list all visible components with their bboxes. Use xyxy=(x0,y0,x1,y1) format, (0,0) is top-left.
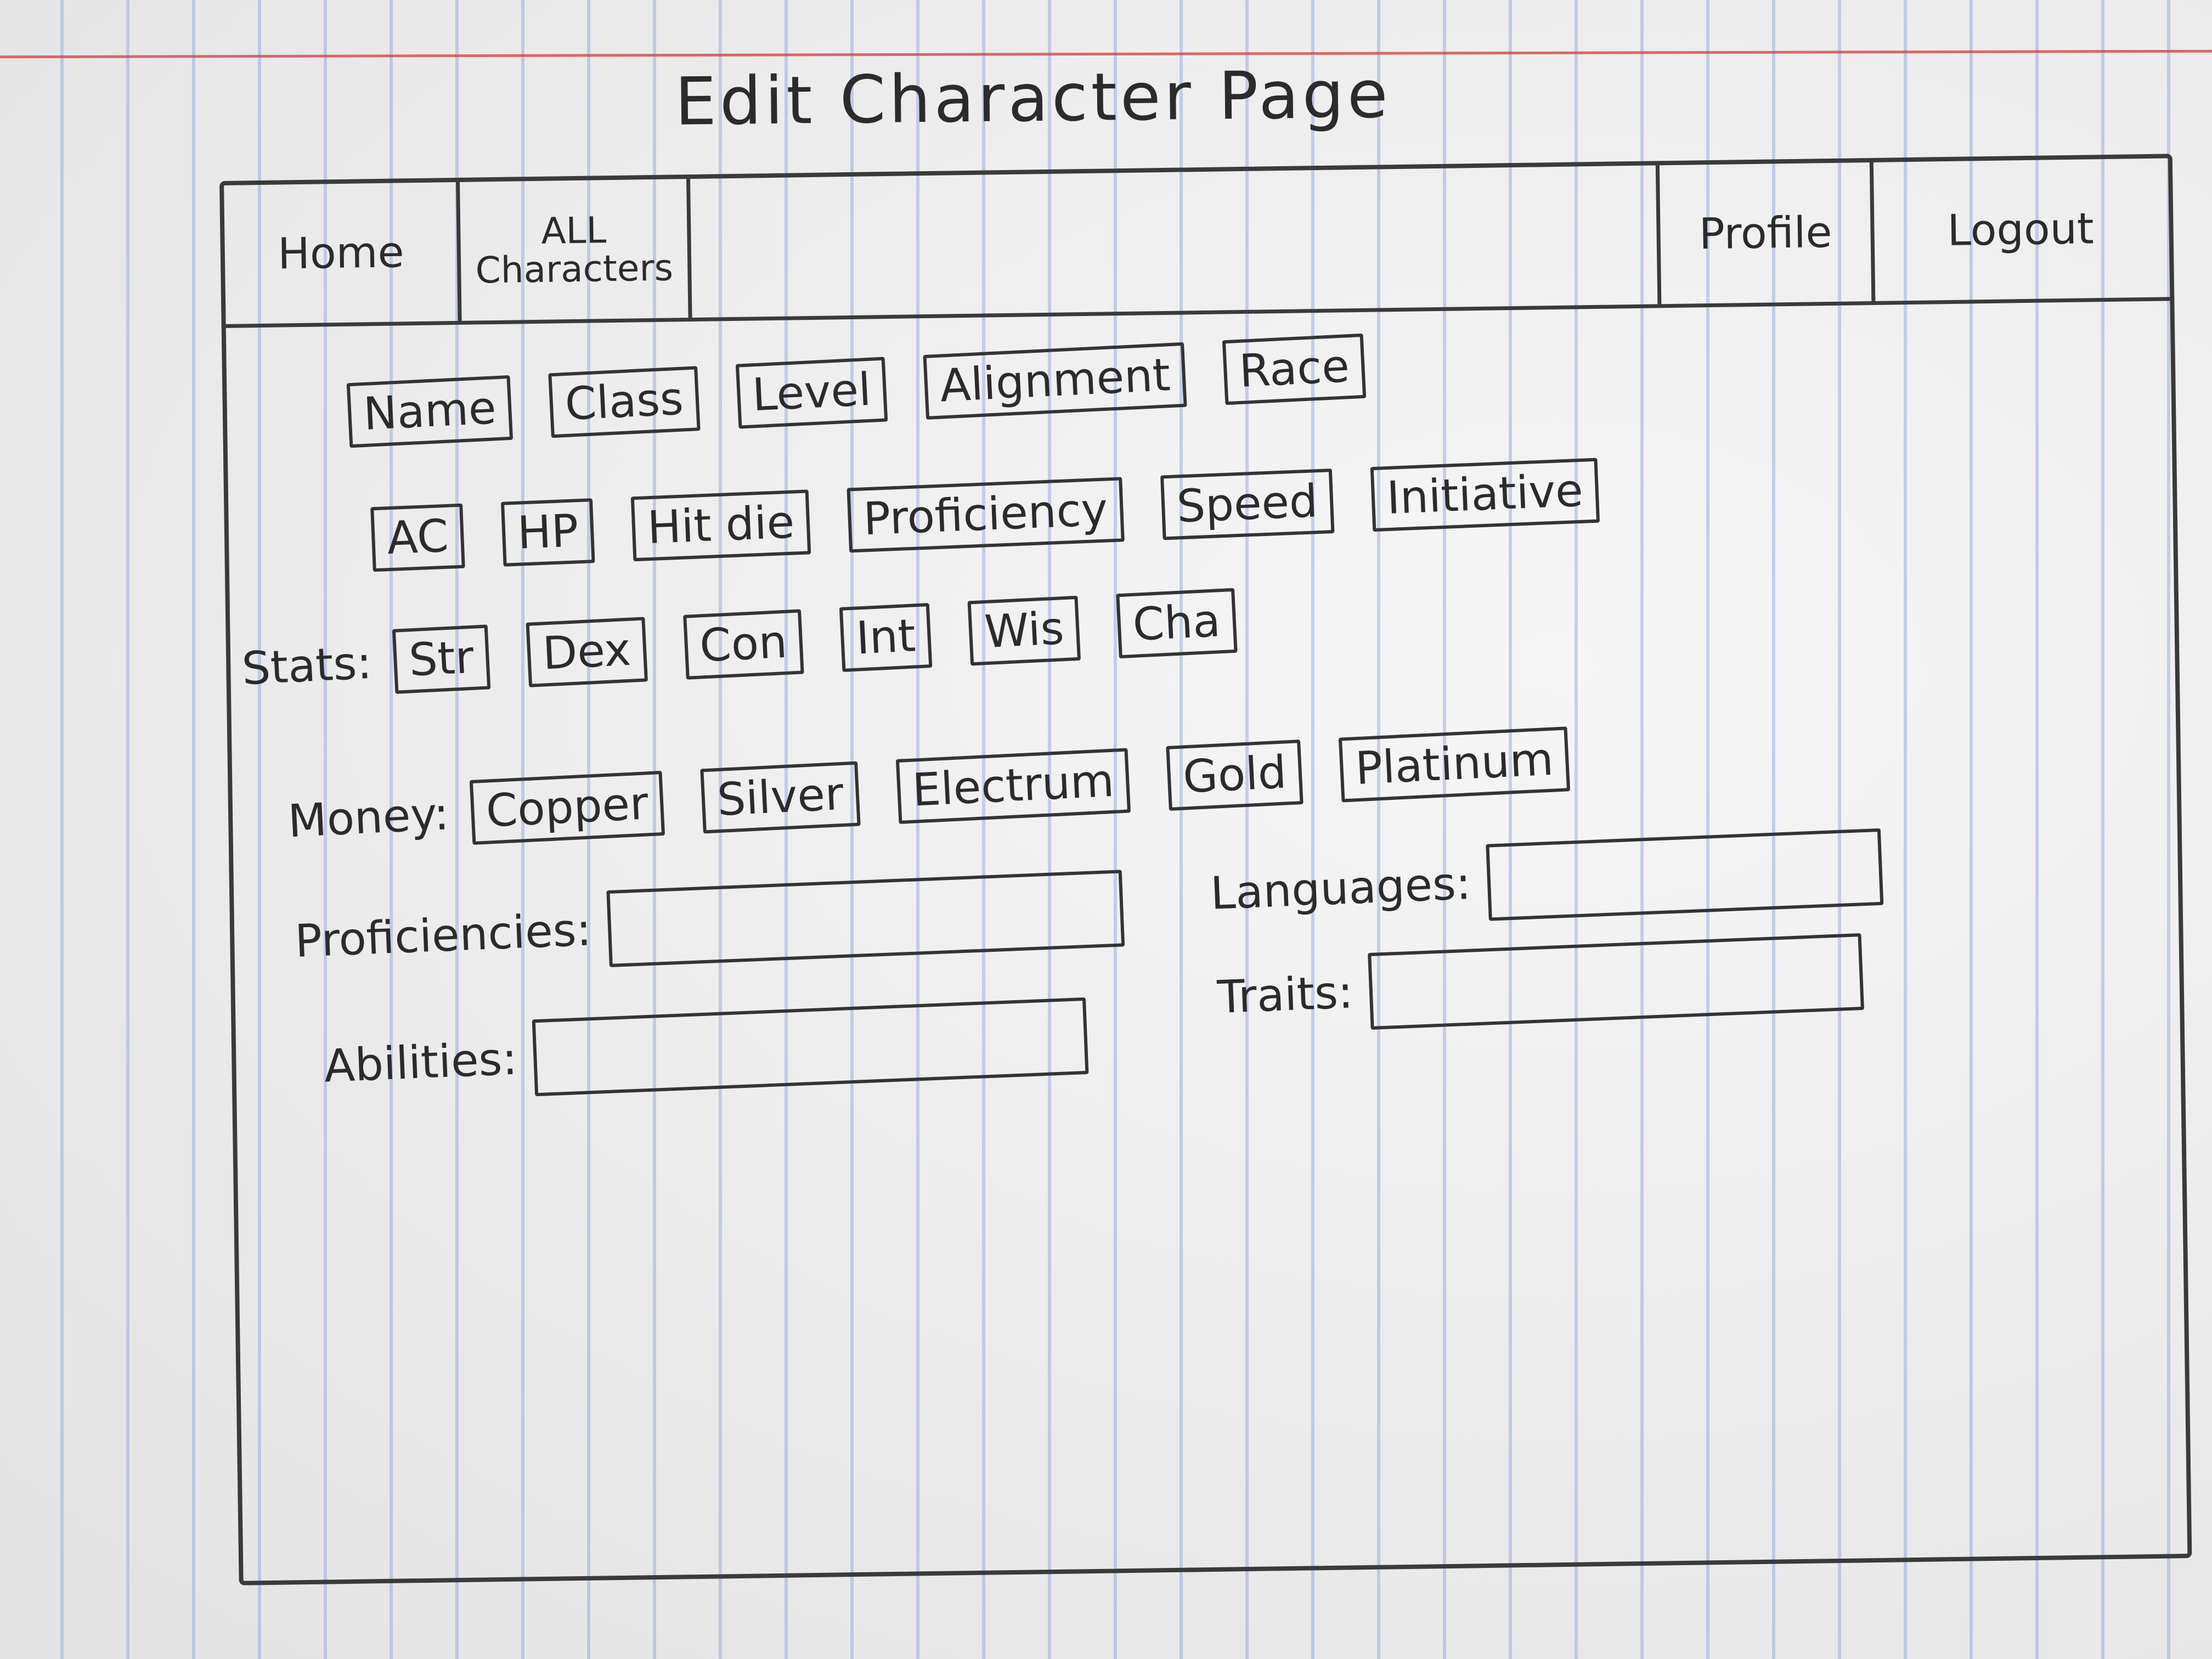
hit-die-field[interactable]: Hit die xyxy=(630,489,811,562)
nav-logout-link[interactable]: Logout xyxy=(1869,158,2168,301)
top-navbar: Home ALL Characters Profile Logout xyxy=(224,158,2170,328)
nav-home-link[interactable]: Home xyxy=(224,182,462,324)
money-label: Money: xyxy=(286,787,450,848)
nav-all-characters-line2: Characters xyxy=(475,246,674,291)
hp-field[interactable]: HP xyxy=(500,498,595,567)
silver-field[interactable]: Silver xyxy=(700,761,861,834)
copper-field[interactable]: Copper xyxy=(469,770,665,845)
stats-row: Stats: Str Dex Con Int Wis Cha xyxy=(240,586,1276,701)
speed-field[interactable]: Speed xyxy=(1160,469,1335,540)
nav-all-characters-link[interactable]: ALL Characters xyxy=(460,179,692,321)
nav-profile-link[interactable]: Profile xyxy=(1655,162,1872,304)
wis-field[interactable]: Wis xyxy=(967,595,1081,666)
traits-label: Traits: xyxy=(1216,966,1355,1024)
proficiencies-input[interactable] xyxy=(606,870,1125,968)
platinum-field[interactable]: Platinum xyxy=(1338,726,1571,803)
dex-field[interactable]: Dex xyxy=(526,617,648,687)
proficiencies-label: Proficiencies: xyxy=(294,903,592,968)
name-field[interactable]: Name xyxy=(346,375,514,448)
stats-label: Stats: xyxy=(240,636,373,695)
traits-input[interactable] xyxy=(1368,933,1865,1030)
con-field[interactable]: Con xyxy=(682,609,804,680)
electrum-field[interactable]: Electrum xyxy=(895,748,1131,825)
gold-field[interactable]: Gold xyxy=(1166,740,1304,811)
alignment-field[interactable]: Alignment xyxy=(923,342,1187,420)
paper-margin-line xyxy=(0,49,2212,59)
ac-field[interactable]: AC xyxy=(370,503,465,572)
wireframe-window: Home ALL Characters Profile Logout Name … xyxy=(219,154,2192,1585)
cha-field[interactable]: Cha xyxy=(1116,588,1238,659)
str-field[interactable]: Str xyxy=(392,624,491,694)
abilities-input[interactable] xyxy=(532,997,1089,1097)
class-field[interactable]: Class xyxy=(548,366,701,438)
int-field[interactable]: Int xyxy=(839,603,933,673)
level-field[interactable]: Level xyxy=(735,357,888,429)
proficiencies-group: Proficiencies: xyxy=(294,870,1125,980)
race-field[interactable]: Race xyxy=(1222,333,1367,405)
combat-stats-row: AC HP Hit die Proficiency Speed Initiati… xyxy=(370,456,1638,572)
abilities-group: Abilities: xyxy=(323,997,1089,1105)
initiative-field[interactable]: Initiative xyxy=(1370,458,1600,532)
character-basics-row: Name Class Level Alignment Race xyxy=(346,331,1405,448)
proficiency-field[interactable]: Proficiency xyxy=(847,477,1125,553)
money-row: Money: Copper Silver Electrum Gold Plati… xyxy=(286,725,1609,854)
languages-label: Languages: xyxy=(1209,857,1472,920)
nav-all-characters-line1: ALL xyxy=(540,209,607,253)
languages-group: Languages: xyxy=(1209,828,1884,932)
languages-input[interactable] xyxy=(1486,828,1884,921)
traits-group: Traits: xyxy=(1216,933,1865,1036)
abilities-label: Abilities: xyxy=(323,1032,518,1093)
page-title: Edit Character Page xyxy=(674,57,1392,140)
